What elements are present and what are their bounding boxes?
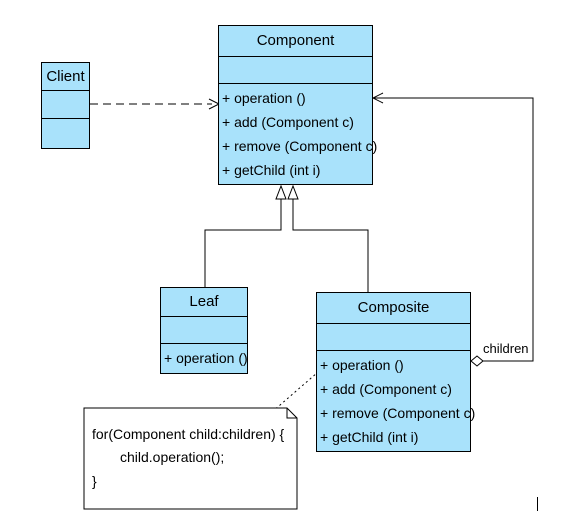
composite-class-name: Composite	[317, 293, 470, 324]
composite-operations: + operation () + add (Component c) + rem…	[317, 351, 476, 449]
note-shape	[83, 407, 298, 510]
leaf-generalization-triangle	[275, 184, 287, 200]
note-line: }	[92, 473, 97, 489]
leaf-class-name: Leaf	[161, 288, 247, 317]
composite-generalization-triangle	[287, 184, 299, 200]
client-class-name: Client	[42, 63, 89, 91]
aggregation-diamond	[470, 355, 484, 367]
composite-class[interactable]: Composite + operation () + add (Componen…	[316, 292, 476, 452]
leaf-attributes-section	[161, 317, 247, 344]
children-arrowhead	[371, 92, 384, 104]
composite-operation: + getChild (int i)	[320, 429, 419, 445]
component-class-name: Component	[219, 26, 372, 57]
note: for(Component child:children) { child.op…	[84, 408, 297, 509]
children-aggregation-line	[373, 97, 534, 362]
children-role-label: children	[483, 341, 529, 356]
composite-operation: + operation ()	[320, 357, 404, 373]
note-line: child.operation();	[120, 449, 225, 465]
leaf-operation: + operation ()	[164, 350, 248, 366]
stray-tick-mark	[537, 497, 538, 511]
client-attributes-section	[42, 91, 89, 119]
component-class[interactable]: Component + operation () + add (Componen…	[218, 25, 378, 185]
leaf-generalization-line	[204, 199, 282, 287]
leaf-class[interactable]: Leaf + operation ()	[160, 287, 248, 374]
composite-attributes-section	[317, 324, 470, 351]
note-fold	[286, 408, 297, 419]
client-operations-section	[42, 119, 89, 148]
component-operation: + operation ()	[222, 90, 306, 106]
note-line: for(Component child:children) {	[92, 426, 285, 442]
composite-operation: + add (Component c)	[320, 381, 452, 397]
leaf-operations: + operation ()	[161, 344, 248, 370]
component-operation: + getChild (int i)	[222, 162, 321, 178]
composite-operation: + remove (Component c)	[320, 405, 476, 421]
composite-generalization-line	[292, 199, 369, 292]
component-attributes-section	[219, 57, 372, 84]
component-operation: + add (Component c)	[222, 114, 354, 130]
component-operations: + operation () + add (Component c) + rem…	[219, 84, 378, 182]
note-anchor-line	[271, 365, 326, 413]
component-operation: + remove (Component c)	[222, 138, 378, 154]
client-class[interactable]: Client	[41, 62, 90, 149]
